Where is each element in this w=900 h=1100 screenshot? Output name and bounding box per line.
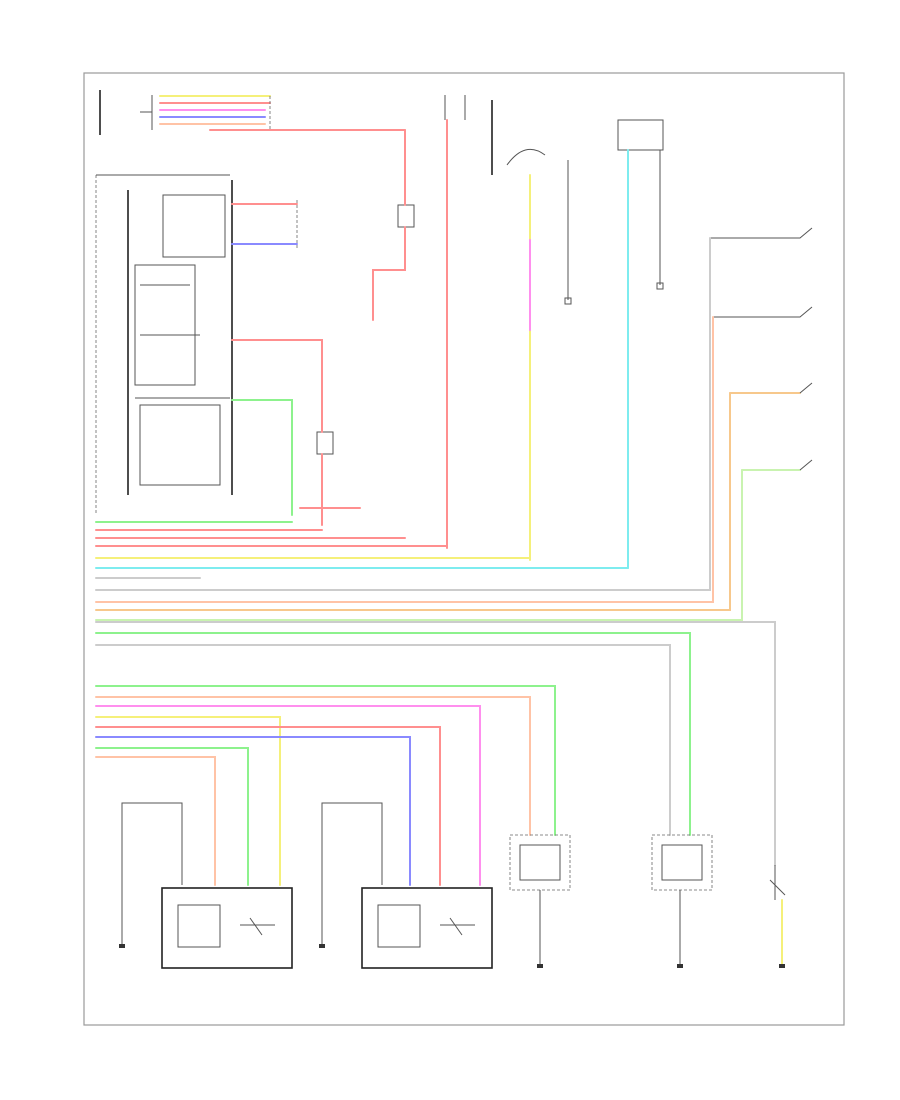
combination-switch: [491, 100, 572, 561]
control-unit-block: [95, 174, 233, 515]
lower-harness: [95, 685, 556, 886]
right-motor-assembly: [321, 802, 493, 969]
legend-block: [99, 90, 406, 135]
steering-sensor-connector: [617, 119, 664, 569]
fuse-top: [444, 95, 466, 549]
relay-box-2: [651, 834, 713, 965]
right-switches: [710, 227, 813, 471]
main-harness: [95, 237, 776, 866]
relay-component: [397, 204, 415, 228]
control-unit-wires: [231, 129, 406, 526]
diagram-frame: [83, 72, 845, 1026]
left-motor-assembly: [121, 802, 293, 969]
relay-component-2: [316, 431, 334, 455]
bottom-switch: [769, 865, 786, 966]
relay-box-1: [509, 834, 571, 965]
ground-symbols: [119, 944, 785, 968]
